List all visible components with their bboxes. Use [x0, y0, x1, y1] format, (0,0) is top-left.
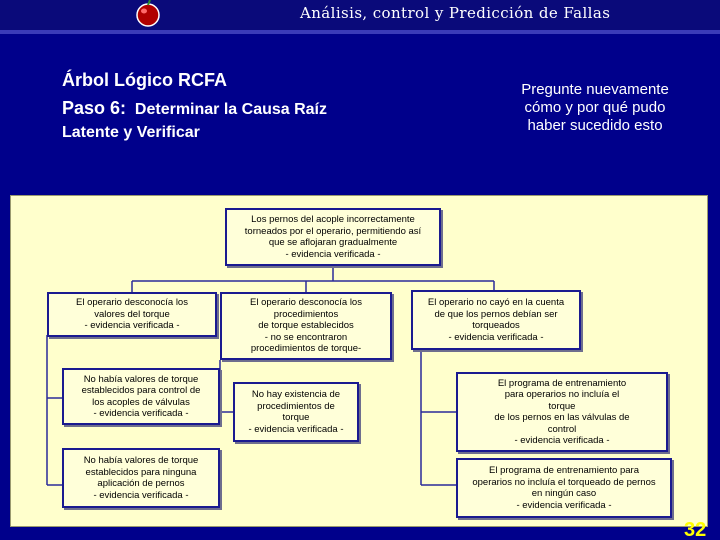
root-cause-node: Los pernos del acople incorrectamente to…: [225, 208, 441, 266]
col1-node-1-text: El operario desconocía los valores del t…: [76, 297, 188, 332]
header-bar: [0, 0, 720, 30]
heading-step-text: Determinar la Causa Raíz: [126, 101, 327, 118]
col3-node-2: El programa de entrenamiento para operar…: [456, 372, 668, 452]
col3-node-3: El programa de entrenamiento para operar…: [456, 458, 672, 518]
header-separator: [0, 30, 720, 34]
heading-line-3: Latente y Verificar: [62, 124, 200, 141]
col2-node-1-text: El operario desconocía los procedimiento…: [250, 297, 362, 355]
heading-step-label: Paso 6:: [62, 98, 127, 118]
root-cause-text: Los pernos del acople incorrectamente to…: [244, 214, 422, 260]
col3-node-2-text: El programa de entrenamiento para operar…: [494, 377, 630, 447]
col3-node-3-text: El programa de entrenamiento para operar…: [472, 465, 656, 511]
apple-logo-icon: [136, 0, 160, 27]
col1-node-1: El operario desconocía los valores del t…: [47, 292, 217, 337]
col3-node-1-text: El operario no cayó en la cuenta de que …: [427, 297, 565, 343]
page-number: 32: [684, 519, 707, 540]
col2-node-2-text: No hay existencia de procedimientos de t…: [248, 389, 344, 435]
heading-line-1: Árbol Lógico RCFA: [62, 70, 227, 90]
col1-node-2-text: No había valores de torque establecidos …: [81, 373, 201, 420]
col1-node-3: No había valores de torque establecidos …: [62, 448, 220, 508]
col1-node-3-text: No había valores de torque establecidos …: [83, 455, 199, 501]
col3-node-1: El operario no cayó en la cuenta de que …: [411, 290, 581, 350]
col2-node-2: No hay existencia de procedimientos de t…: [233, 382, 359, 442]
question-note: Pregunte nuevamente cómo y por qué pudo …: [521, 81, 669, 134]
col2-node-1: El operario desconocía los procedimiento…: [220, 292, 392, 360]
heading-line-2: Paso 6: Determinar la Causa Raíz: [62, 98, 327, 119]
header-title: Análisis, control y Predicción de Fallas: [300, 4, 611, 22]
col1-node-2: No había valores de torque establecidos …: [62, 368, 220, 425]
